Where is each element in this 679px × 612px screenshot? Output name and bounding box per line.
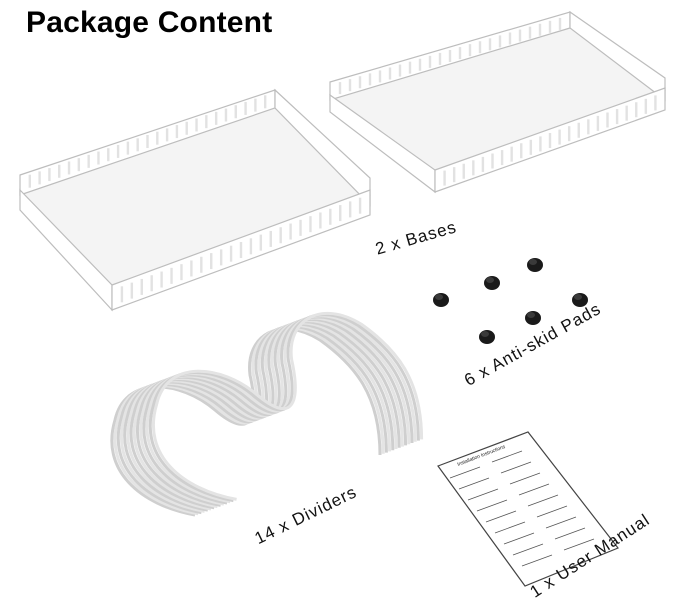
pad [479, 330, 495, 344]
pad [484, 276, 500, 290]
pad [527, 258, 543, 272]
pad [525, 311, 541, 325]
page-title: Package Content [26, 6, 273, 39]
pad [433, 293, 449, 307]
divider [151, 311, 424, 501]
pad [572, 293, 588, 307]
